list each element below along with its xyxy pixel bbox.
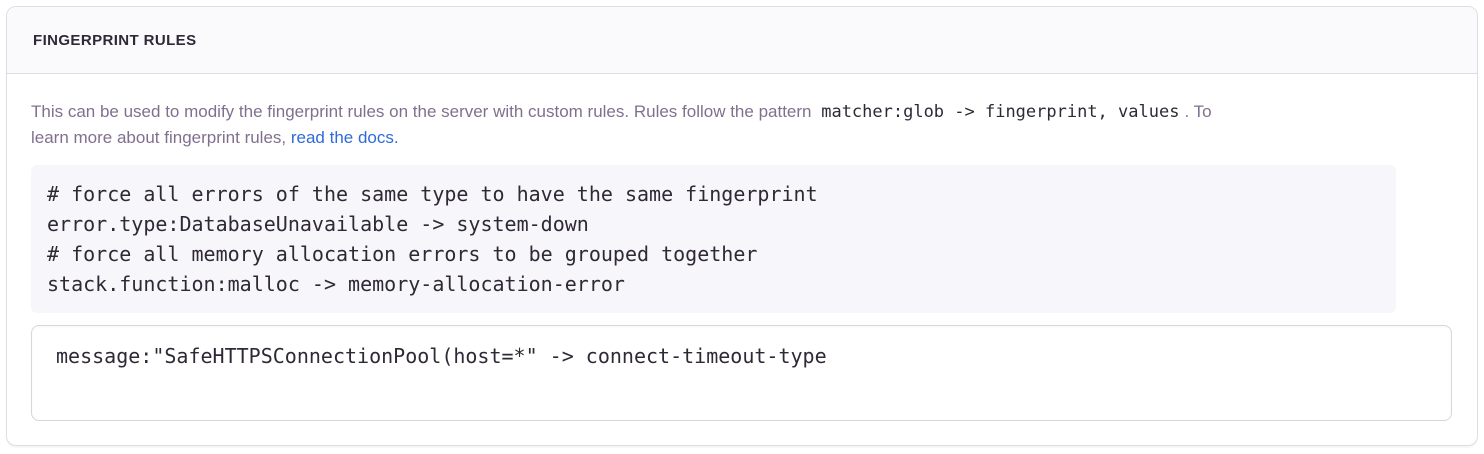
description-line-2: learn more about fingerprint rules, read… xyxy=(31,125,1452,151)
description-text-1-suffix: . To xyxy=(1184,102,1212,121)
description-line-1: This can be used to modify the fingerpri… xyxy=(31,99,1452,125)
panel-body: This can be used to modify the fingerpri… xyxy=(7,74,1477,445)
example-code-block: # force all errors of the same type to h… xyxy=(31,165,1396,313)
pattern-inline-code: matcher:glob -> fingerprint, values xyxy=(821,102,1180,122)
description-text-2: learn more about fingerprint rules, xyxy=(31,128,291,147)
fingerprint-rules-panel: FINGERPRINT RULES This can be used to mo… xyxy=(6,6,1478,446)
panel-title: FINGERPRINT RULES xyxy=(33,31,197,49)
panel-description: This can be used to modify the fingerpri… xyxy=(31,99,1452,151)
description-text-1: This can be used to modify the fingerpri… xyxy=(31,102,817,121)
read-the-docs-link[interactable]: read the docs. xyxy=(290,128,399,147)
fingerprint-rules-textarea[interactable]: message:"SafeHTTPSConnectionPool(host=*"… xyxy=(31,325,1452,421)
panel-header: FINGERPRINT RULES xyxy=(7,7,1477,74)
